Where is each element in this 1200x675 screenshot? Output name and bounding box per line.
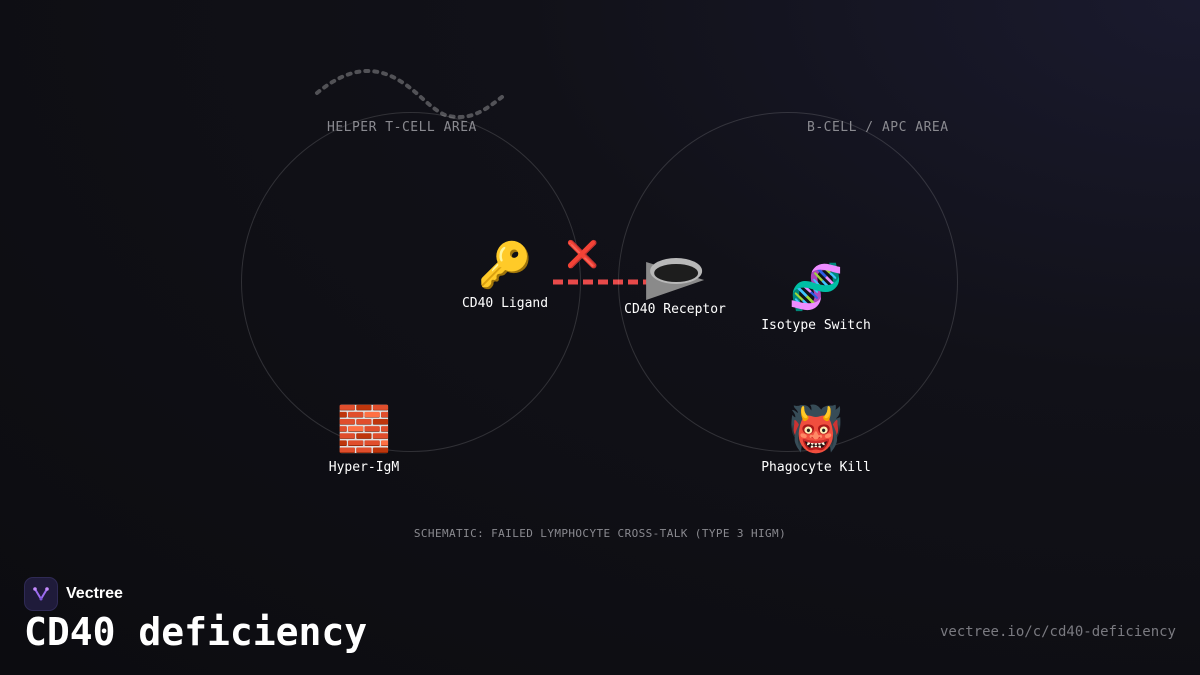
helper-t-cell-area-label: HELPER T-CELL AREA <box>327 120 477 135</box>
brick-wall-icon: 🧱 <box>336 404 392 455</box>
hyper-igm-label: Hyper-IgM <box>328 460 400 475</box>
cd40-receptor-label: CD40 Receptor <box>624 302 726 317</box>
cd40-ligand-label: CD40 Ligand <box>461 296 549 311</box>
diagram-caption: SCHEMATIC: FAILED LYMPHOCYTE CROSS-TALK … <box>413 527 787 540</box>
isotype-switch-label: Isotype Switch <box>761 318 871 333</box>
key-icon: 🔑 <box>477 240 533 291</box>
brand[interactable]: Vectree <box>24 577 123 611</box>
isotype-switch-node: 🧬 Isotype Switch <box>761 262 871 333</box>
b-cell-apc-area-label: B-CELL / APC AREA <box>807 120 949 135</box>
cd40-receptor-node: CD40 Receptor <box>624 254 726 317</box>
cd40-ligand-node: 🔑 CD40 Ligand <box>462 240 548 311</box>
b-cell-apc-area-circle <box>618 112 958 452</box>
ogre-icon: 👹 <box>788 404 844 455</box>
page-url-link[interactable]: vectree.io/c/cd40-deficiency <box>939 624 1176 640</box>
brand-name: Vectree <box>66 585 123 602</box>
phagocyte-kill-node: 👹 Phagocyte Kill <box>761 404 871 475</box>
cross-mark-icon: ❌ <box>566 240 599 270</box>
decorative-dotted-curve <box>315 69 504 120</box>
receptor-dish-icon <box>624 254 726 300</box>
vectree-logo-icon <box>24 577 58 611</box>
dna-icon: 🧬 <box>788 262 844 313</box>
helper-t-cell-area-circle <box>241 112 581 452</box>
hyper-igm-node: 🧱 Hyper-IgM <box>329 404 399 475</box>
phagocyte-kill-label: Phagocyte Kill <box>761 460 871 475</box>
page-title: CD40 deficiency <box>24 610 368 654</box>
